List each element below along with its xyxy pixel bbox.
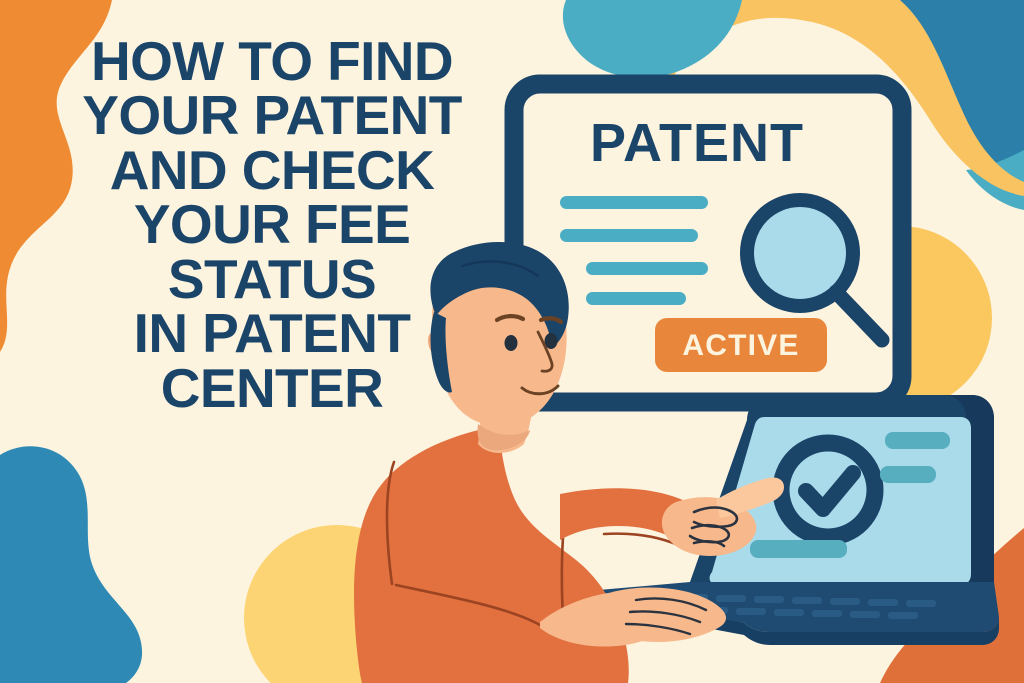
magnifier-ring: [740, 193, 860, 313]
patent-card-line-1: [560, 196, 708, 209]
status-badge: [655, 318, 827, 372]
bottom-left-blue-blob: [0, 446, 143, 683]
person-sleeve-crease-left: [385, 460, 396, 586]
person-hair: [430, 241, 569, 348]
status-badge-label: ACTIVE: [682, 329, 800, 362]
patent-card-line-2: [560, 229, 698, 242]
pointing-index-finger: [716, 477, 784, 518]
laptop-screen-line-2: [880, 466, 936, 483]
search-icon: [740, 193, 890, 348]
person-resting-hand-fingers: [624, 597, 708, 636]
pointing-hand-knuckle-lines: [688, 506, 739, 548]
title-line-2: YOUR PATENT: [82, 84, 462, 147]
title-line-1: HOW TO FIND: [90, 30, 454, 92]
title-line-3: AND CHECK: [109, 138, 435, 201]
person-mouth: [520, 384, 560, 396]
person-nose: [536, 330, 554, 373]
person-hair-strand: [460, 260, 540, 278]
person-eyebrow-right: [538, 316, 564, 325]
title-line-6: IN PATENT: [133, 302, 411, 365]
patent-card-line-4: [586, 292, 686, 305]
top-yellow-wave: [653, 0, 1024, 196]
person-jaw-shadow: [477, 424, 530, 451]
magnifier-handle: [828, 284, 890, 348]
title-line-7: CENTER: [160, 356, 384, 419]
person-sideburn: [430, 312, 452, 393]
person-pointing-hand: [661, 477, 784, 556]
title-line-5: STATUS: [167, 247, 377, 310]
person-sleeve-cuff-line: [394, 583, 542, 627]
laptop-screen-line-3: [750, 540, 847, 558]
page-title: HOW TO FIND YOUR PATENT AND CHECK YOUR F…: [56, 30, 488, 419]
magnifier-lens: [752, 205, 848, 301]
person-resting-hand: [601, 587, 726, 642]
patent-card-heading: PATENT: [590, 113, 804, 173]
top-teal-blob: [562, 0, 742, 78]
person-eye-right: [544, 333, 558, 349]
top-left-orange-blob: [0, 0, 112, 352]
title-line-4: YOUR FEE: [133, 193, 411, 256]
patent-card: [504, 74, 912, 412]
person-eye-left: [504, 335, 518, 351]
person-illustration: [354, 241, 784, 683]
person-eyebrow-left: [494, 314, 526, 323]
laptop-screen-line-1: [885, 432, 950, 449]
patent-card-line-3: [586, 262, 708, 275]
check-mark-icon: [798, 465, 861, 517]
